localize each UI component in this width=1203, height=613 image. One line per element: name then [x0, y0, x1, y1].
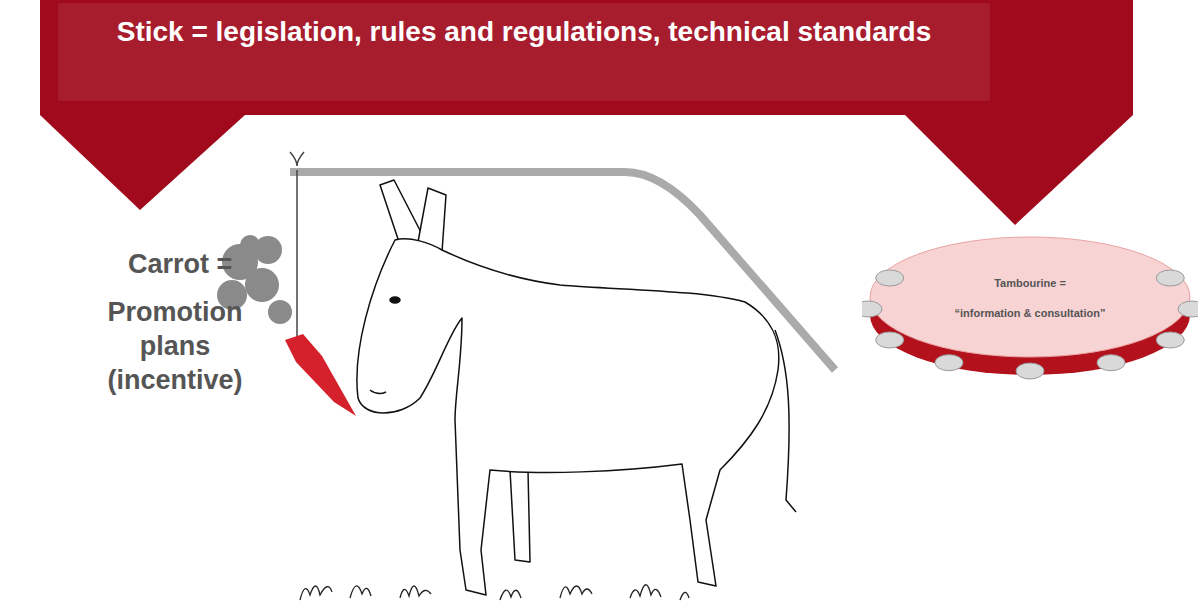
carrot — [285, 334, 356, 416]
tambourine-jingle — [1097, 355, 1125, 371]
string — [296, 170, 298, 345]
tambourine-jingle — [1156, 332, 1184, 348]
tambourine-jingle — [1016, 363, 1044, 379]
tambourine-jingle — [876, 332, 904, 348]
stick-banner: Stick = legislation, rules and regulatio… — [58, 3, 990, 101]
tambourine-jingle — [876, 270, 904, 286]
carrot-label: Carrot = — [128, 248, 268, 282]
donkey-drawing — [357, 180, 796, 595]
knot — [290, 152, 304, 166]
tambourine-skin — [870, 237, 1190, 357]
grass — [300, 585, 689, 600]
node-text: “information & consultation” — [862, 307, 1198, 320]
tambourine-jingle — [935, 355, 963, 371]
node-text: Tambourine = — [862, 277, 1198, 290]
tambourine-jingle — [1156, 270, 1184, 286]
carrot-label: Promotion plans (incentive) — [100, 296, 250, 397]
stick — [290, 172, 835, 370]
node-text: Stick = legislation, rules and regulatio… — [58, 15, 990, 49]
tambourine-jingle — [862, 301, 882, 317]
tambourine-jingle — [1178, 301, 1198, 317]
banner-arrow — [40, 0, 1133, 225]
tambourine-shape: Tambourine = “information & consultation” — [862, 235, 1198, 385]
